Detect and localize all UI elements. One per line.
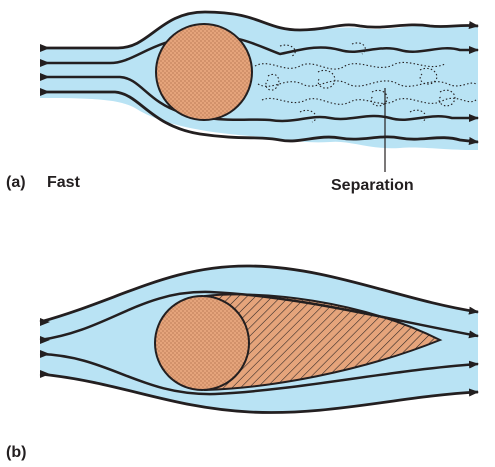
panel-a-speed-label: Fast [47,175,80,191]
separation-label: Separation [331,178,414,194]
panel-a-diagram [40,12,478,172]
obstacle-sphere-b [155,296,249,390]
flow-band-a [40,12,478,150]
panel-b-letter: (b) [6,445,26,461]
panel-a-letter: (a) [6,175,26,191]
panel-b-diagram [40,266,478,413]
obstacle-sphere-a [156,24,252,120]
